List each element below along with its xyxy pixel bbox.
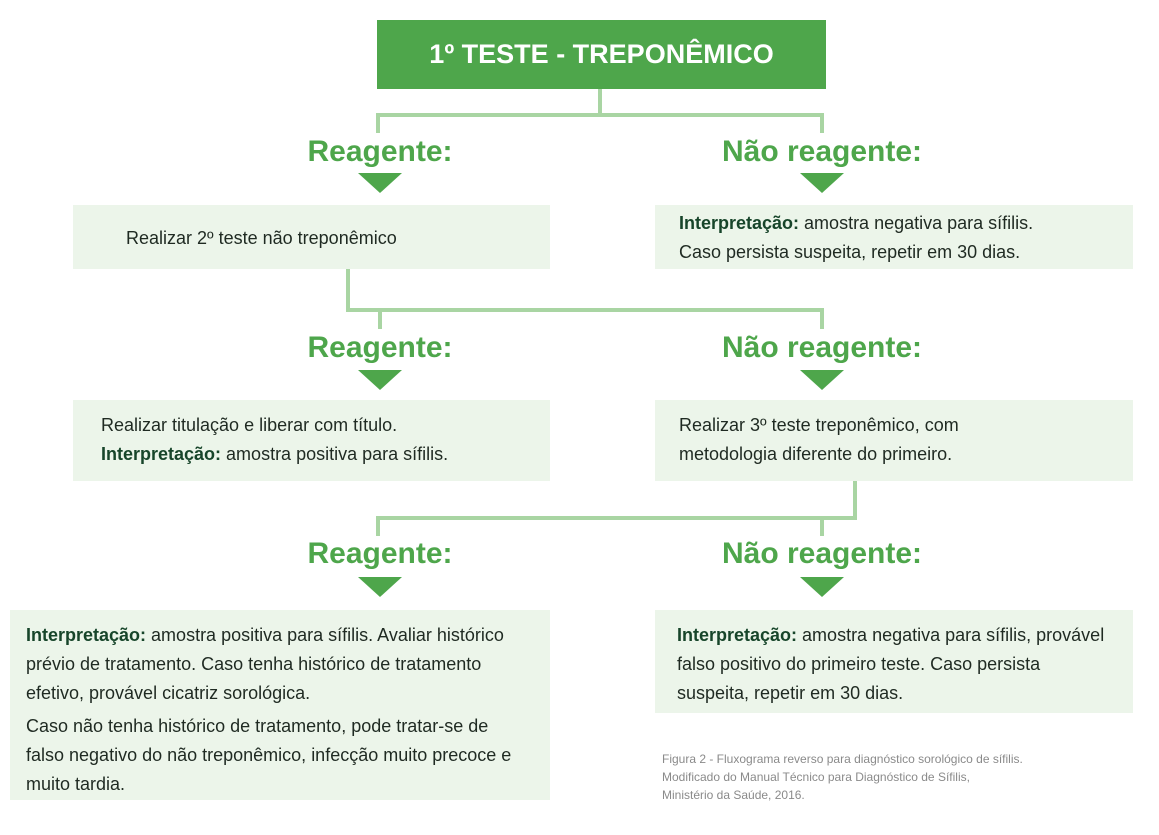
result-box-false-positive: Interpretação: amostra negativa para síf… xyxy=(655,610,1133,713)
box-text: amostra negativa para sífilis, provável … xyxy=(677,625,1105,703)
caption-line: Modificado do Manual Técnico para Diagnó… xyxy=(662,770,970,784)
non-reagent-label: Não reagente: xyxy=(721,135,923,168)
box-text: amostra positiva para sífilis. Avaliar h… xyxy=(26,625,504,703)
connector xyxy=(820,308,824,329)
caption-line: Ministério da Saúde, 2016. xyxy=(662,788,805,802)
connector xyxy=(346,308,824,312)
connector xyxy=(378,308,382,329)
reagent-label: Reagente: xyxy=(307,331,453,364)
result-box-titration: Realizar titulação e liberar com título.… xyxy=(73,400,550,481)
reagent-label: Reagente: xyxy=(307,135,453,168)
box-paragraph: Interpretação: amostra positiva para síf… xyxy=(26,621,530,708)
connector xyxy=(376,113,824,117)
result-box-positive: Interpretação: amostra positiva para síf… xyxy=(10,610,550,800)
interpretation-label: Interpretação: xyxy=(679,213,800,233)
non-reagent-label: Não reagente: xyxy=(721,537,923,570)
connector xyxy=(853,481,857,520)
box-text: Realizar 3º teste treponêmico, com xyxy=(679,415,959,435)
connector xyxy=(346,269,350,312)
reagent-label: Reagente: xyxy=(307,537,453,570)
box-text: Realizar 2º teste não treponêmico xyxy=(126,228,397,248)
interpretation-label: Interpretação: xyxy=(101,444,222,464)
arrow-down-icon xyxy=(800,173,844,193)
box-paragraph: Caso não tenha histórico de tratamento, … xyxy=(26,716,512,794)
arrow-down-icon xyxy=(800,577,844,597)
step-box-second-test: Realizar 2º teste não treponêmico xyxy=(73,205,550,269)
first-test-title: 1º TESTE - TREPONÊMICO xyxy=(377,20,826,89)
caption-line: Figura 2 - Fluxograma reverso para diagn… xyxy=(662,752,1023,766)
connector xyxy=(376,516,380,536)
box-text: amostra negativa para sífilis. xyxy=(799,213,1034,233)
box-text: Caso persista suspeita, repetir em 30 di… xyxy=(679,242,1021,262)
arrow-down-icon xyxy=(358,577,402,597)
connector xyxy=(376,516,857,520)
box-text: amostra positiva para sífilis. xyxy=(221,444,449,464)
figure-caption: Figura 2 - Fluxograma reverso para diagn… xyxy=(662,750,1023,804)
arrow-down-icon xyxy=(800,370,844,390)
connector xyxy=(598,89,602,117)
connector xyxy=(376,113,380,133)
interpretation-label: Interpretação: xyxy=(26,625,147,645)
step-box-third-test: Realizar 3º teste treponêmico, com metod… xyxy=(655,400,1133,481)
connector xyxy=(820,113,824,133)
box-text: Realizar titulação e liberar com título. xyxy=(101,415,398,435)
non-reagent-label: Não reagente: xyxy=(721,331,923,364)
connector xyxy=(820,516,824,536)
result-box-negative: Interpretação: amostra negativa para síf… xyxy=(655,205,1133,269)
arrow-down-icon xyxy=(358,173,402,193)
interpretation-label: Interpretação: xyxy=(677,625,798,645)
box-text: metodologia diferente do primeiro. xyxy=(679,444,953,464)
arrow-down-icon xyxy=(358,370,402,390)
